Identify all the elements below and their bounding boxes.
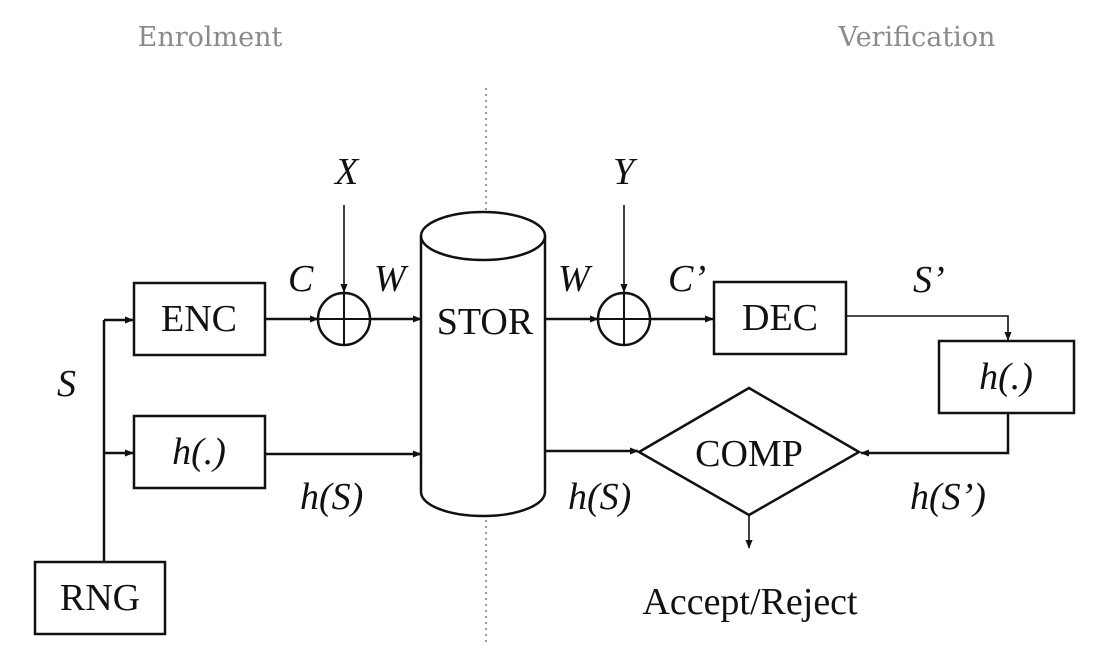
hash-enrol-block: [132, 414, 267, 490]
xor-verify-icon: [596, 291, 652, 347]
signal-c-prime-label: C’: [668, 258, 706, 300]
hash-enrol-label: h(.): [172, 431, 226, 473]
stor-label: STOR: [437, 301, 534, 343]
stor-database-icon: [419, 210, 547, 518]
xor-enrol-icon: [316, 291, 372, 347]
dec-block: [712, 280, 848, 356]
signal-w-in-label: W: [374, 258, 409, 300]
s-prime-arrow: [846, 315, 1012, 341]
verification-heading: Verification: [838, 22, 996, 53]
signal-h-s-verify-label: h(S): [568, 476, 631, 518]
comp-label: COMP: [695, 433, 803, 475]
hash-verify-label: h(.): [979, 356, 1033, 398]
signal-s-label: S: [57, 363, 76, 405]
enrolment-heading: Enrolment: [138, 22, 283, 53]
signal-w-out-label: W: [558, 258, 593, 300]
accept-reject-label: Accept/Reject: [642, 581, 858, 623]
h-s-prime-arrow: [860, 413, 1010, 457]
hash-verify-block: [937, 339, 1076, 415]
signal-h-s-enrol-label: h(S): [300, 476, 363, 518]
rng-block: [33, 560, 167, 636]
enc-label: ENC: [161, 298, 237, 340]
signal-x-label: X: [333, 151, 360, 193]
comp-block: [636, 386, 862, 517]
rng-label: RNG: [60, 577, 140, 619]
signal-h-s-prime-label: h(S’): [910, 476, 986, 518]
signal-s-prime-label: S’: [913, 259, 945, 301]
signal-y-label: Y: [613, 151, 638, 193]
enc-block: [132, 281, 267, 357]
signal-c-label: C: [288, 258, 314, 300]
dec-label: DEC: [742, 297, 818, 339]
